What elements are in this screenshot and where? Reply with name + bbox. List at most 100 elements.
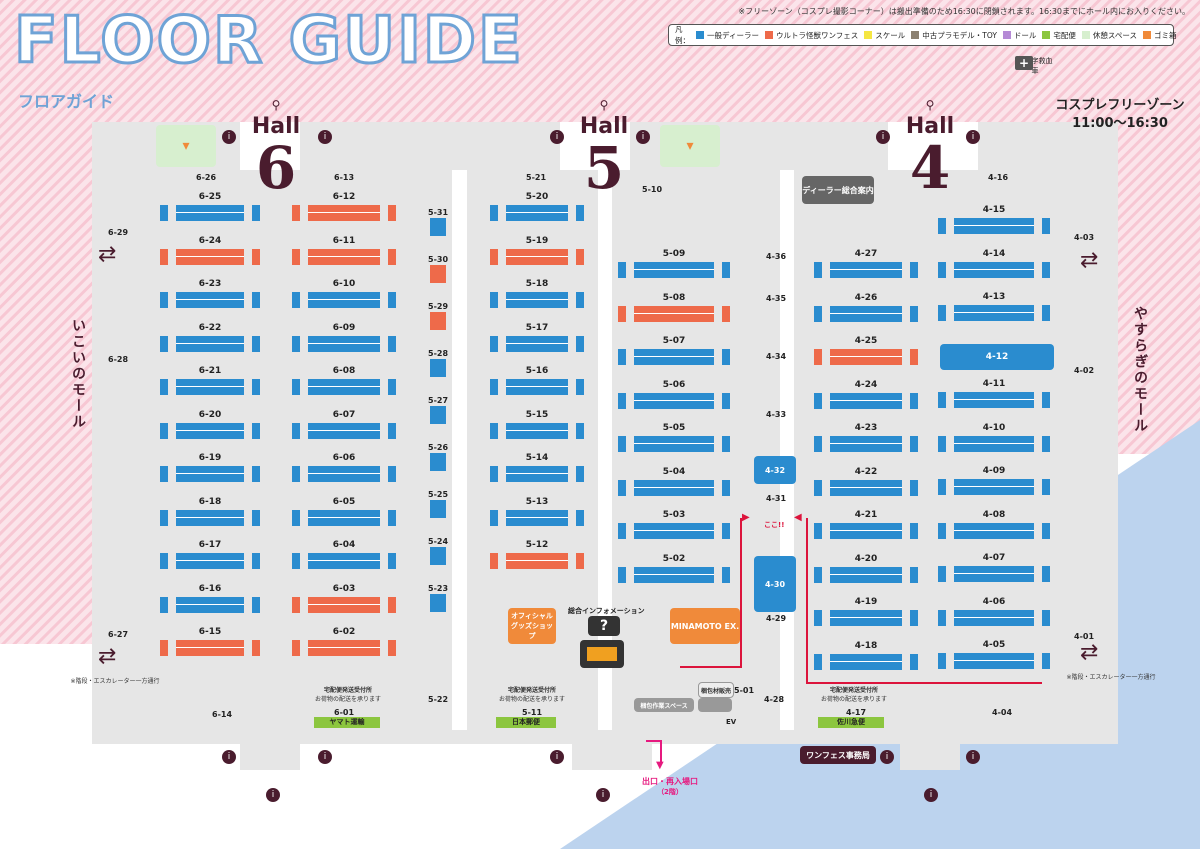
booth-label[interactable]: 5-23 bbox=[428, 584, 449, 593]
booth-block[interactable]: 5-05 bbox=[634, 423, 714, 452]
booth-block[interactable]: 6-03 bbox=[308, 584, 380, 613]
booth-block[interactable]: 6-02 bbox=[308, 627, 380, 656]
booth-block[interactable]: 5-04 bbox=[634, 467, 714, 496]
booth-block[interactable]: 6-24 bbox=[176, 236, 244, 265]
booth-5-22[interactable]: 5-22 bbox=[428, 695, 449, 704]
booth-label[interactable]: 5-31 bbox=[428, 208, 449, 217]
booth-block[interactable]: 4-20 bbox=[830, 554, 902, 583]
official-goods-shop[interactable]: オフィシャルグッズショップ bbox=[508, 608, 556, 644]
booth-block[interactable]: 6-25 bbox=[176, 192, 244, 221]
wonfes-office[interactable]: ワンフェス事務局 bbox=[800, 746, 876, 764]
booth-block[interactable]: 6-23 bbox=[176, 279, 244, 308]
booth-block[interactable]: 5-14 bbox=[506, 453, 568, 482]
booth-block[interactable]: 5-06 bbox=[634, 380, 714, 409]
booth-block[interactable]: 4-11 bbox=[954, 379, 1034, 408]
booth-block[interactable]: 6-22 bbox=[176, 323, 244, 352]
booth-6-13[interactable]: 6-13 bbox=[334, 173, 355, 182]
booth-block[interactable]: 4-25 bbox=[830, 336, 902, 365]
booth-block[interactable]: 4-27 bbox=[830, 249, 902, 278]
booth-block[interactable]: 6-09 bbox=[308, 323, 380, 352]
booth-label[interactable]: 4-36 bbox=[766, 252, 787, 261]
booth-label[interactable]: 5-30 bbox=[428, 255, 449, 264]
booth-block[interactable]: 5-08 bbox=[634, 293, 714, 322]
booth-block[interactable]: 4-15 bbox=[954, 205, 1034, 234]
booth-block[interactable]: 4-09 bbox=[954, 466, 1034, 495]
booth-block[interactable]: 5-03 bbox=[634, 510, 714, 539]
booth-6-28[interactable]: 6-28 bbox=[108, 355, 129, 364]
booth-label[interactable]: 4-33 bbox=[766, 410, 787, 419]
booth-block[interactable]: 6-10 bbox=[308, 279, 380, 308]
booth-block[interactable]: 6-19 bbox=[176, 453, 244, 482]
booth-block[interactable]: 5-15 bbox=[506, 410, 568, 439]
booth-6-26[interactable]: 6-26 bbox=[196, 173, 217, 182]
booth-block[interactable]: 4-18 bbox=[830, 641, 902, 670]
packing-material-sales[interactable]: 梱包材販売 bbox=[698, 682, 734, 698]
info-question-icon[interactable]: ? bbox=[588, 616, 620, 636]
booth-block[interactable]: 6-11 bbox=[308, 236, 380, 265]
booth-block[interactable]: 4-26 bbox=[830, 293, 902, 322]
booth-block[interactable]: 4-19 bbox=[830, 597, 902, 626]
booth-block[interactable]: 6-12 bbox=[308, 192, 380, 221]
booth-block[interactable]: 4-10 bbox=[954, 423, 1034, 452]
booth-label[interactable]: 4-34 bbox=[766, 352, 787, 361]
booth-block[interactable]: 5-18 bbox=[506, 279, 568, 308]
booth-5-10[interactable]: 5-10 bbox=[642, 185, 663, 194]
booth-block[interactable]: 6-18 bbox=[176, 497, 244, 526]
booth-label[interactable]: 5-28 bbox=[428, 349, 449, 358]
booth-block[interactable]: 4-05 bbox=[954, 640, 1034, 669]
booth-4-02[interactable]: 4-02 bbox=[1074, 366, 1095, 375]
booth-block[interactable]: 5-16 bbox=[506, 366, 568, 395]
booth-label[interactable]: 4-31 bbox=[766, 494, 787, 503]
booth-4-17[interactable]: 4-17 bbox=[846, 708, 867, 717]
booth-block[interactable]: 6-08 bbox=[308, 366, 380, 395]
booth-block[interactable]: 4-07 bbox=[954, 553, 1034, 582]
booth-block[interactable]: 5-19 bbox=[506, 236, 568, 265]
booth-label[interactable]: 5-26 bbox=[428, 443, 449, 452]
booth-4-30[interactable]: 4-30 bbox=[754, 556, 796, 612]
booth-4-16[interactable]: 4-16 bbox=[988, 173, 1009, 182]
booth-block[interactable]: 4-14 bbox=[954, 249, 1034, 278]
japan-post-courier[interactable]: 日本郵便 bbox=[496, 717, 556, 728]
booth-block[interactable]: 6-20 bbox=[176, 410, 244, 439]
booth-label[interactable]: 4-29 bbox=[766, 614, 787, 623]
booth-block[interactable]: 4-21 bbox=[830, 510, 902, 539]
minamoto-ex-booth[interactable]: MINAMOTO EX. bbox=[670, 608, 740, 644]
booth-label[interactable]: 5-27 bbox=[428, 396, 449, 405]
booth-block[interactable]: 4-24 bbox=[830, 380, 902, 409]
booth-block[interactable]: 6-04 bbox=[308, 540, 380, 569]
booth-label[interactable]: 5-25 bbox=[428, 490, 449, 499]
yamato-courier[interactable]: ヤマト運輸 bbox=[314, 717, 380, 728]
booth-block[interactable]: 4-13 bbox=[954, 292, 1034, 321]
sagawa-courier[interactable]: 佐川急便 bbox=[818, 717, 884, 728]
booth-block[interactable]: 5-12 bbox=[506, 540, 568, 569]
booth-5-21[interactable]: 5-21 bbox=[526, 173, 547, 182]
booth-label[interactable]: 4-35 bbox=[766, 294, 787, 303]
booth-5-01[interactable]: 5-01 bbox=[734, 686, 755, 695]
booth-label[interactable]: 5-24 bbox=[428, 537, 449, 546]
booth-block[interactable]: 4-08 bbox=[954, 510, 1034, 539]
booth-block[interactable]: 5-20 bbox=[506, 192, 568, 221]
booth-6-27[interactable]: 6-27 bbox=[108, 630, 129, 639]
booth-block[interactable]: 6-15 bbox=[176, 627, 244, 656]
booth-block[interactable]: 6-16 bbox=[176, 584, 244, 613]
booth-block[interactable]: 5-07 bbox=[634, 336, 714, 365]
booth-block[interactable]: 5-02 bbox=[634, 554, 714, 583]
booth-6-14[interactable]: 6-14 bbox=[212, 710, 233, 719]
booth-4-28[interactable]: 4-28 bbox=[764, 695, 785, 704]
booth-block[interactable]: 6-06 bbox=[308, 453, 380, 482]
booth-4-32[interactable]: 4-32 bbox=[754, 456, 796, 484]
booth-block[interactable]: 6-17 bbox=[176, 540, 244, 569]
booth-block[interactable]: 5-13 bbox=[506, 497, 568, 526]
booth-block[interactable]: 6-05 bbox=[308, 497, 380, 526]
booth-block[interactable]: 6-07 bbox=[308, 410, 380, 439]
dealer-info-desk[interactable]: ディーラー総合案内 bbox=[802, 176, 874, 204]
booth-6-29[interactable]: 6-29 bbox=[108, 228, 129, 237]
booth-5-11[interactable]: 5-11 bbox=[522, 708, 543, 717]
booth-block[interactable]: 4-22 bbox=[830, 467, 902, 496]
booth-4-03[interactable]: 4-03 bbox=[1074, 233, 1095, 242]
booth-6-01[interactable]: 6-01 bbox=[334, 708, 355, 717]
booth-4-04[interactable]: 4-04 bbox=[992, 708, 1013, 717]
booth-block[interactable]: 5-09 bbox=[634, 249, 714, 278]
booth-label[interactable]: 5-29 bbox=[428, 302, 449, 311]
booth-4-01[interactable]: 4-01 bbox=[1074, 632, 1095, 641]
